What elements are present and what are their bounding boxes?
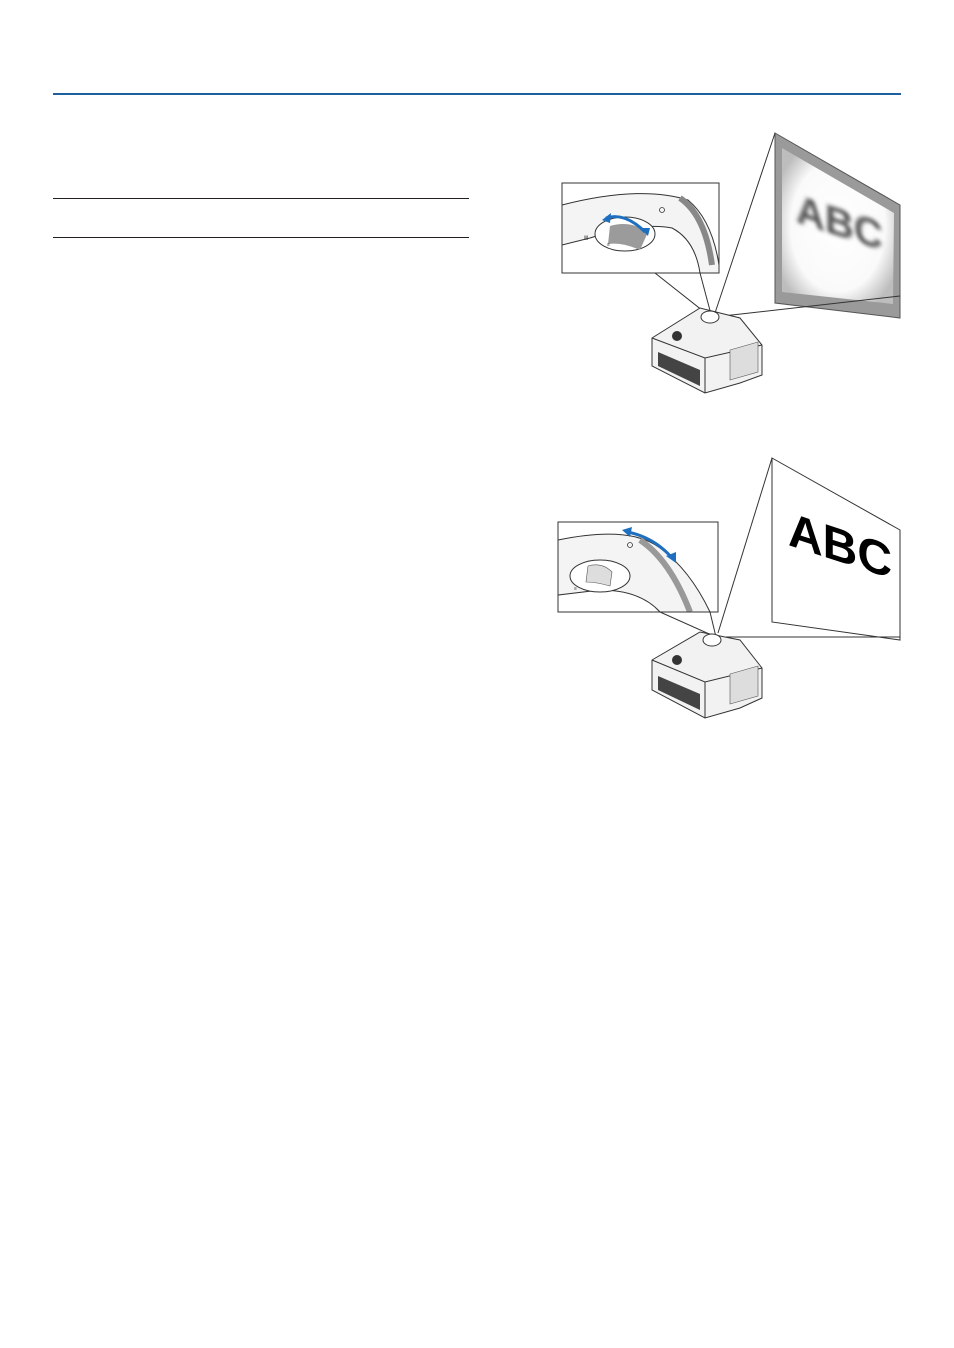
projector-body bbox=[652, 632, 762, 718]
svg-text:≡: ≡ bbox=[574, 586, 577, 592]
projection-screen: ABC bbox=[775, 133, 900, 318]
projector-body bbox=[652, 308, 762, 393]
zoom-adjustment-figure: ABC ≡ bbox=[558, 458, 900, 718]
svg-text:≡: ≡ bbox=[607, 242, 610, 248]
focus-ring-inset: Ⅲ ≡ bbox=[562, 183, 719, 273]
projection-screen: ABC bbox=[772, 458, 900, 640]
focus-adjustment-figure: ABC Ⅲ ≡ bbox=[562, 133, 900, 393]
zoom-lever-inset: ≡ bbox=[558, 522, 718, 612]
svg-text:Ⅲ: Ⅲ bbox=[584, 236, 588, 242]
